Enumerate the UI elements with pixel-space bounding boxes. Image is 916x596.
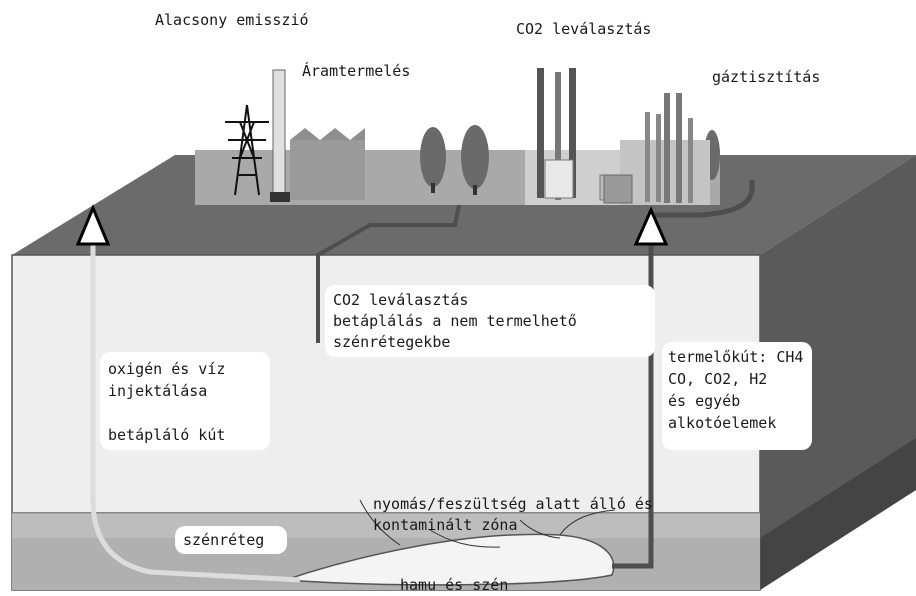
gas-cleaning-tower	[645, 112, 650, 202]
label-ash-coal: hamu és szén	[400, 576, 509, 594]
tree-trunk	[473, 185, 477, 195]
co2-tank	[544, 159, 574, 199]
production-well-callout: termelőkút: CH4 CO, CO2, H2 és egyéb alk…	[662, 342, 812, 450]
label-pressure-zone-line1: nyomás/feszültség alatt álló és	[373, 495, 653, 513]
label-co2-injection-line3: szénrétegekbe	[333, 333, 451, 351]
power-building	[290, 140, 365, 200]
label-low-emission: Alacsony emisszió	[155, 11, 309, 29]
label-co2-injection-line2: betáplálás a nem termelhető	[333, 312, 577, 330]
injection-well-arrow	[75, 204, 111, 246]
co2-tower	[569, 68, 576, 198]
gas-cleaning-tower	[688, 118, 693, 203]
label-production-well-line4: alkotóelemek	[668, 414, 777, 432]
label-production-well-line2: CO, CO2, H2	[668, 370, 768, 388]
injection-well-pipe	[90, 240, 301, 583]
label-production-well-line1: termelőkút: CH4	[668, 348, 804, 366]
co2-injection-callout: CO2 leválasztás betáplálás a nem termelh…	[325, 285, 655, 357]
label-coal-seam: szénréteg	[183, 531, 265, 549]
label-power-generation: Áramtermelés	[302, 62, 411, 80]
gas-pipeline	[655, 180, 755, 218]
contamination-crack	[429, 529, 501, 548]
co2-tower	[555, 72, 561, 200]
label-gas-cleaning: gáztisztítás	[712, 68, 821, 86]
contamination-crack	[519, 519, 561, 539]
production-well-arrow	[633, 206, 669, 246]
power-building-roof	[290, 128, 365, 140]
side-coal-layer	[760, 438, 916, 590]
co2-tower	[537, 68, 544, 198]
contamination-crack	[559, 509, 616, 536]
gas-cleaning-tower	[656, 114, 661, 202]
injection-well-callout: oxigén és víz injektálása betápláló kút	[100, 352, 270, 450]
gas-cleaning-tank	[603, 174, 633, 204]
power-chimney	[272, 69, 286, 199]
tree-trunk	[431, 183, 435, 193]
power-unit	[270, 192, 290, 202]
label-injection-well: betápláló kút	[108, 426, 226, 444]
ash-coal-lens	[284, 533, 615, 586]
electricity-pylon-icon	[225, 104, 269, 196]
label-co2-separation-top: CO2 leválasztás	[516, 20, 652, 38]
coal-seam-callout: szénréteg	[175, 526, 287, 554]
tree-icon	[461, 125, 489, 189]
contamination-crack	[359, 499, 401, 546]
gas-cleaning-tower	[664, 93, 670, 203]
tree-icon	[420, 127, 446, 187]
gas-cleaning-tower	[676, 93, 682, 203]
label-pressure-zone-line2: kontaminált zóna	[373, 516, 518, 534]
label-production-well-line3: és egyéb	[668, 392, 741, 410]
label-oxygen-water-line1: oxigén és víz	[108, 360, 226, 378]
coal-seam-top-line	[12, 512, 760, 514]
label-oxygen-water-line2: injektálása	[108, 382, 208, 400]
label-co2-injection-line1: CO2 leválasztás	[333, 291, 469, 309]
